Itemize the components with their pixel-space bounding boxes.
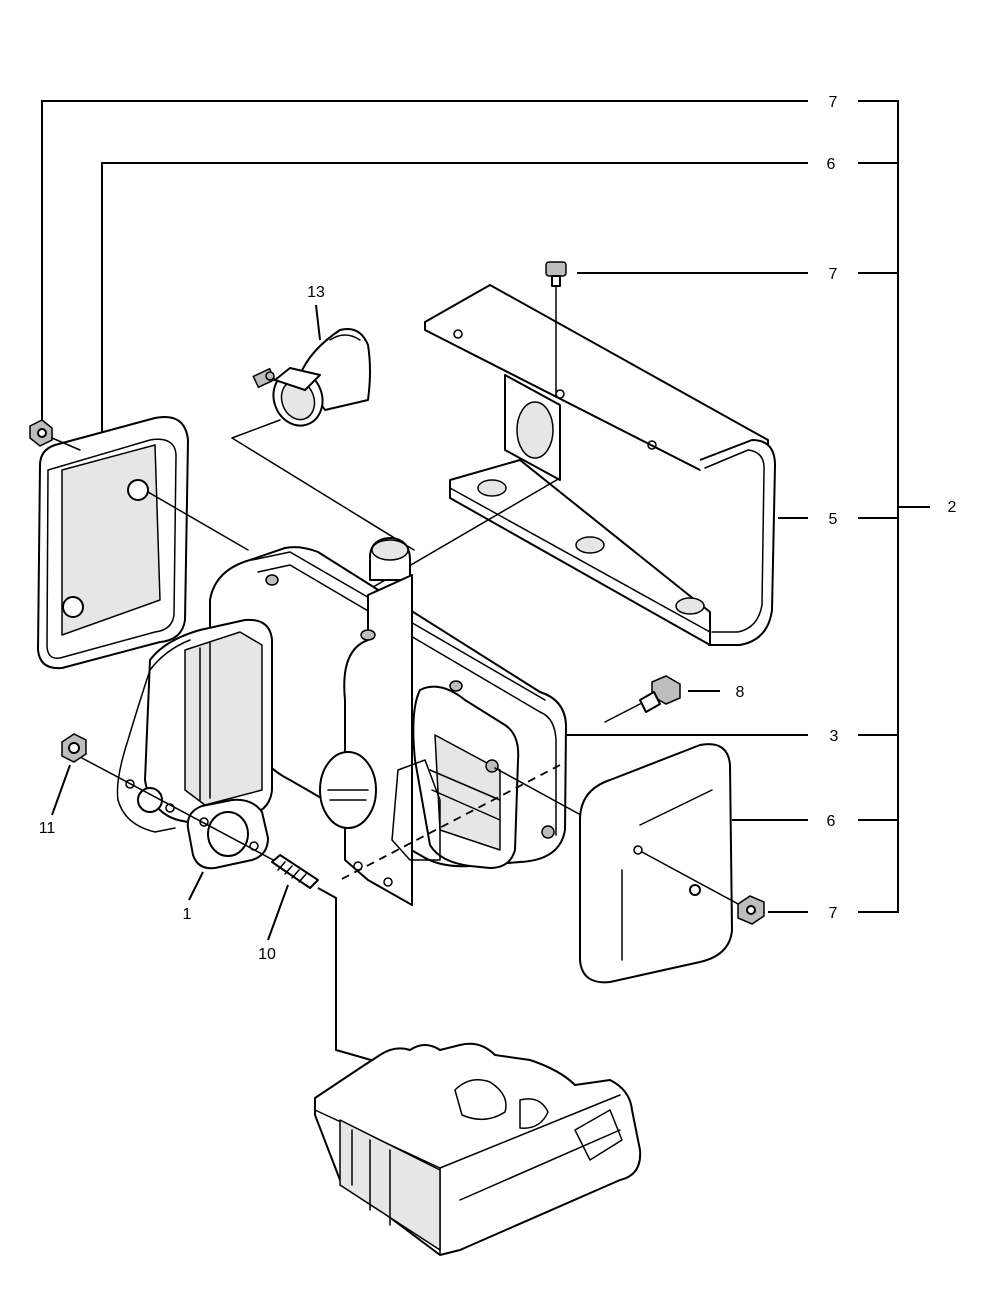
guide-line-8 (604, 703, 641, 723)
guide-line-cover-left (147, 491, 249, 551)
callout-13: 13 (307, 284, 325, 301)
bracket-group-2 (858, 100, 930, 913)
leader-1 (188, 871, 204, 901)
leader-6-top (101, 162, 808, 432)
nut-7-left (29, 419, 81, 451)
callout-6-top: 6 (827, 156, 836, 173)
gasket-1 (186, 798, 269, 870)
leader-10-engine (317, 887, 379, 1063)
callout-10: 10 (258, 946, 276, 963)
muffler-3 (116, 537, 567, 906)
callout-3: 3 (830, 728, 839, 745)
leader-10 (267, 884, 289, 941)
nut-11 (61, 733, 87, 763)
engine-head (314, 1042, 642, 1256)
callout-1: 1 (183, 906, 192, 923)
bolt-7-top (545, 261, 567, 396)
guide-line-stud (494, 767, 591, 821)
callout-6-right: 6 (827, 813, 836, 830)
side-cover-6-left (37, 416, 189, 670)
leader-7-top (41, 100, 808, 425)
leader-13 (315, 304, 321, 341)
side-cover-6-right (579, 743, 741, 984)
callout-7-top: 7 (829, 94, 838, 111)
callout-11: 11 (39, 820, 56, 837)
callout-5: 5 (829, 511, 838, 528)
heat-shield-5 (424, 284, 776, 646)
bolt-8 (639, 675, 681, 713)
elbow-pipe-13 (252, 328, 371, 427)
callout-7-bottom: 7 (829, 905, 838, 922)
callout-8: 8 (736, 684, 745, 701)
stud-10 (271, 854, 319, 889)
callout-2: 2 (948, 499, 957, 516)
guide-line-1 (81, 757, 293, 871)
leader-11 (51, 764, 71, 816)
callout-7-bolt: 7 (829, 266, 838, 283)
guide-line-13 (231, 419, 415, 551)
nut-7-bottom (737, 895, 765, 925)
